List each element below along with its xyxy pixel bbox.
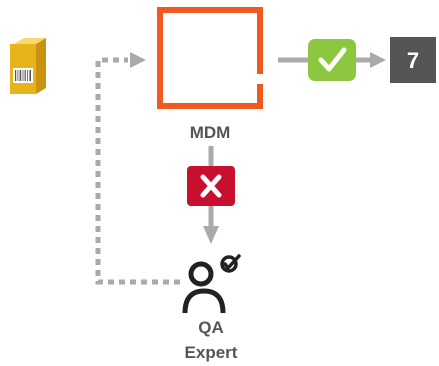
feedback-arrowhead-icon xyxy=(130,52,146,68)
x-mark-icon xyxy=(187,166,235,206)
checkmark-icon xyxy=(308,39,356,81)
qa-expert-label-line1: QA xyxy=(198,318,224,337)
mdm-label: MDM xyxy=(190,123,231,142)
mdm-logo-icon xyxy=(157,7,263,109)
feedback-dotted-connector xyxy=(95,52,180,285)
reject-arrowhead-icon xyxy=(203,226,219,244)
qa-expert-label-line2: Expert xyxy=(184,343,238,362)
target-box: 7 xyxy=(390,37,436,83)
approve-connector xyxy=(278,52,386,68)
target-label: 7 xyxy=(407,48,419,73)
person-check-icon xyxy=(182,254,241,314)
reject-connector xyxy=(203,146,219,244)
approve-arrowhead-icon xyxy=(370,52,386,68)
package-box-icon xyxy=(10,38,46,94)
